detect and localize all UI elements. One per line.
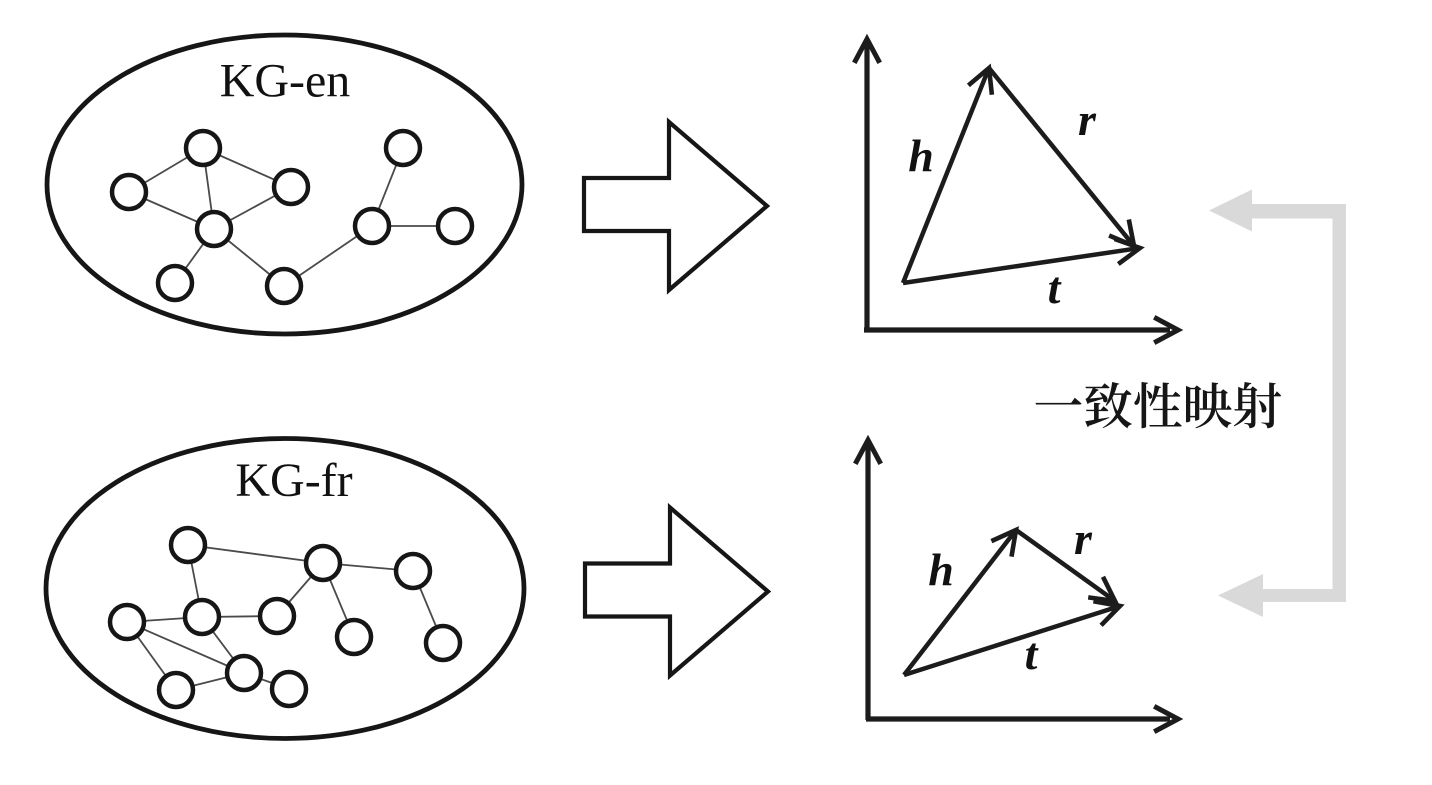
svg-text:r: r [1074,513,1093,564]
svg-text:KG-fr: KG-fr [235,454,352,507]
svg-text:h: h [928,544,954,595]
svg-text:h: h [908,130,934,181]
svg-text:r: r [1078,94,1097,145]
svg-text:t: t [1048,262,1062,313]
svg-text:KG-en: KG-en [220,55,351,108]
svg-text:t: t [1025,628,1039,679]
